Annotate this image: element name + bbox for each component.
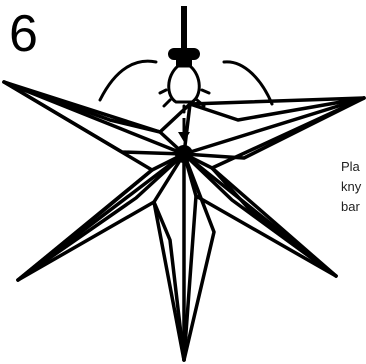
instruction-text: Pla kny bar [341,157,366,217]
instruction-line: kny [341,177,366,197]
instruction-line: Pla [341,157,366,177]
instruction-line: bar [341,197,366,217]
